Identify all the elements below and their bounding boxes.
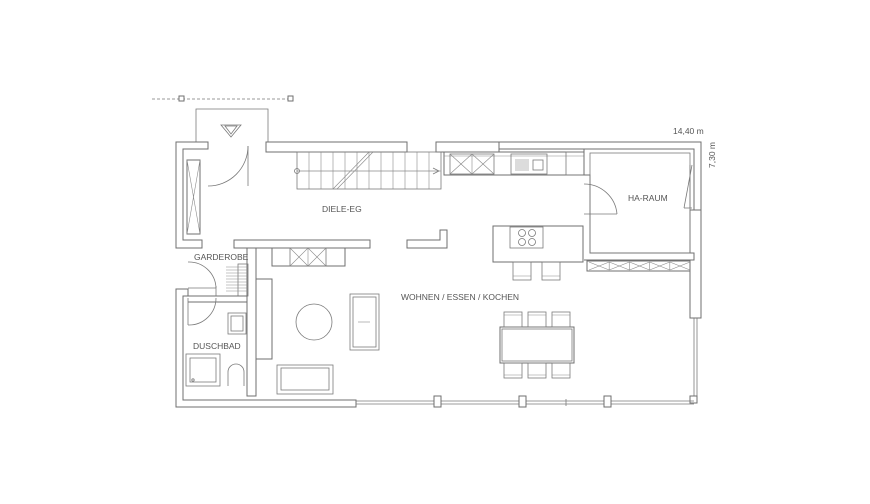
room-label-shower: DUSCHBAD (193, 341, 241, 351)
utility-room (583, 149, 695, 272)
kitchen-counter (443, 151, 585, 176)
dining-table (499, 311, 575, 379)
entrance-door (207, 145, 249, 187)
room-label-hall: DIELE-EG (322, 204, 362, 214)
room-label-living: WOHNEN / ESSEN / KOCHEN (401, 292, 519, 302)
room-label-wardrobe: GARDEROBE (194, 252, 249, 262)
staircase (294, 151, 442, 190)
room-label-utility: HA-RAUM (628, 193, 668, 203)
kitchen-island (492, 225, 584, 281)
dimension-depth-label: 7,30 m (707, 142, 717, 168)
entrance-canopy (152, 95, 294, 102)
dimension-width-label: 14,40 m (673, 126, 704, 136)
wardrobe-rail (226, 263, 249, 297)
interior-walls (233, 229, 448, 397)
shower-bathroom (185, 261, 248, 387)
living-furniture (276, 293, 380, 395)
left-window (186, 159, 201, 235)
entrance-porch (195, 108, 269, 142)
